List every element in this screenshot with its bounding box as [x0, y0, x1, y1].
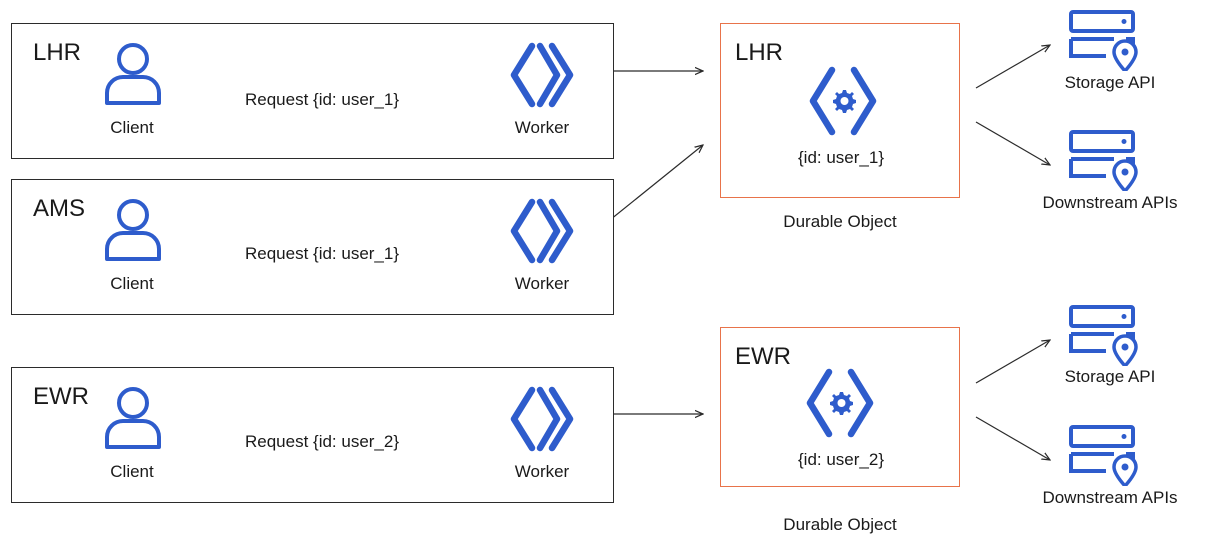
region-box-ams: AMS Client Request {id: user_1} Worker	[11, 179, 614, 315]
worker-label: Worker	[514, 274, 570, 293]
region-code: AMS	[33, 195, 86, 222]
server-location-icon	[1069, 10, 1138, 71]
request-label: Request {id: user_2}	[244, 432, 400, 451]
client-user-icon	[105, 199, 161, 261]
arrow-lhr-do-to-downstream	[975, 121, 1050, 165]
service-label: Storage API	[1064, 73, 1156, 92]
server-location-icon	[1069, 425, 1138, 486]
client-label: Client	[110, 274, 154, 293]
durable-object-region-code: LHR	[735, 39, 784, 66]
service-label: Downstream APIs	[1042, 488, 1178, 507]
server-location-icon	[1069, 305, 1138, 366]
region-code: EWR	[33, 383, 89, 410]
arrow-ewr-do-to-downstream	[975, 416, 1050, 460]
durable-object-id: {id: user_1}	[797, 148, 884, 167]
durable-object-id: {id: user_2}	[797, 450, 884, 469]
durable-object-icon	[809, 66, 877, 136]
durable-object-caption: Durable Object	[783, 515, 897, 534]
arrow-ewr-do-to-storage	[975, 340, 1050, 384]
worker-icon	[510, 386, 574, 452]
server-location-icon	[1069, 130, 1138, 191]
client-user-icon	[105, 387, 161, 449]
durable-object-box-ewr: EWR {id: user_2}	[720, 327, 960, 487]
region-box-ewr: EWR Client Request {id: user_2} Worker	[11, 367, 614, 503]
client-label: Client	[110, 118, 154, 137]
worker-icon	[510, 42, 574, 108]
region-box-lhr: LHR Client Request {id: user_1} Worker	[11, 23, 614, 159]
durable-object-icon	[806, 368, 874, 438]
worker-icon	[510, 198, 574, 264]
client-user-icon	[105, 43, 161, 105]
worker-label: Worker	[514, 462, 570, 481]
worker-label: Worker	[514, 118, 570, 137]
request-label: Request {id: user_1}	[244, 244, 400, 263]
client-label: Client	[110, 462, 154, 481]
durable-object-box-lhr: LHR {id: user_1}	[720, 23, 960, 198]
arrow-lhr-do-to-storage	[975, 45, 1050, 89]
service-label: Storage API	[1064, 367, 1156, 386]
region-code: LHR	[33, 39, 82, 66]
durable-object-caption: Durable Object	[783, 212, 897, 231]
durable-object-region-code: EWR	[735, 343, 791, 370]
request-label: Request {id: user_1}	[244, 90, 400, 109]
service-label: Downstream APIs	[1042, 193, 1178, 212]
arrow-ams-worker-to-durable-object	[599, 145, 703, 229]
